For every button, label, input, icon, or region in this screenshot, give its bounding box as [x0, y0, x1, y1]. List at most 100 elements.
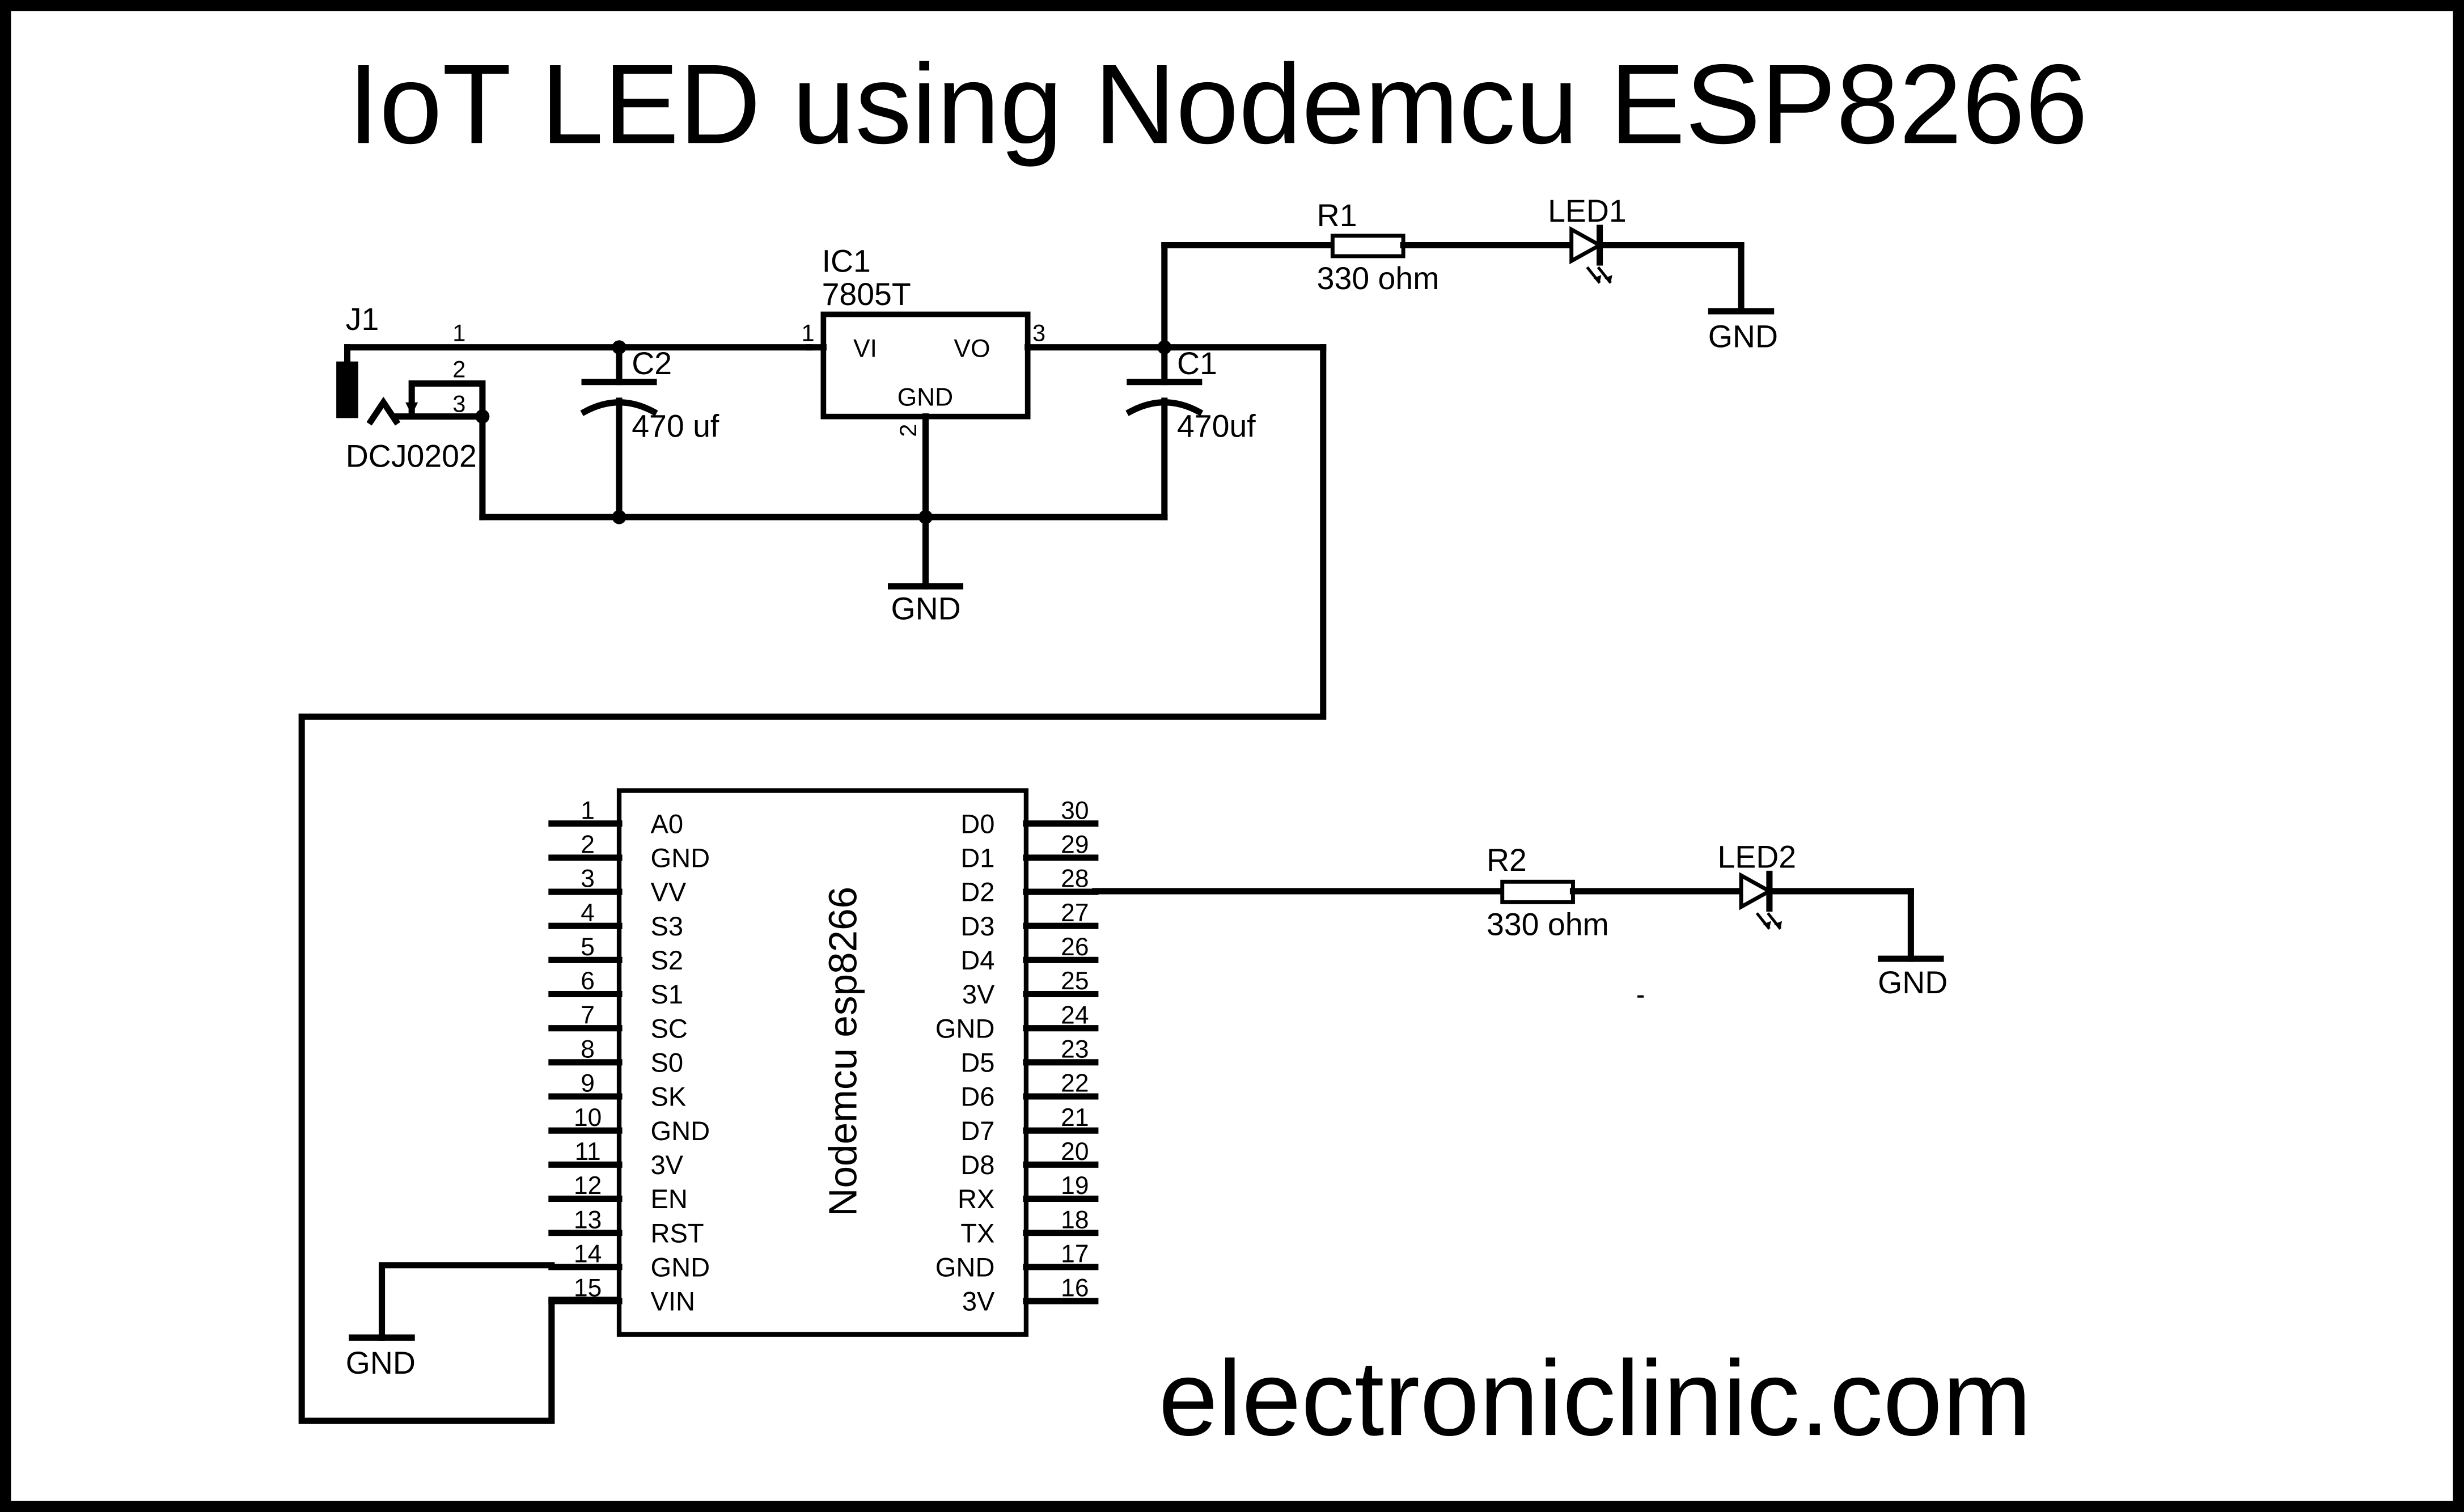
nodemcu-pin-number: 1 — [581, 797, 595, 824]
gnd-symbol-nodemcu: GND — [346, 1334, 416, 1380]
dc-jack-j1: J1 1 2 3 DCJ0202 — [336, 302, 812, 520]
j1-pin-3: 3 — [452, 390, 465, 417]
nodemcu-pin-label: D8 — [960, 1150, 994, 1180]
nodemcu-pin-number: 29 — [1061, 831, 1089, 859]
nodemcu-pin-label: D6 — [960, 1082, 994, 1112]
nodemcu-pin-label: GND — [650, 842, 710, 873]
nodemcu-pin-label: EN — [650, 1184, 687, 1214]
nodemcu-pin-number: 30 — [1061, 797, 1089, 824]
junction-dot — [918, 510, 933, 524]
r1-ref: R1 — [1317, 198, 1357, 233]
nodemcu-pin-number: 28 — [1061, 865, 1089, 893]
nodemcu-pin-label: D0 — [960, 808, 994, 838]
nodemcu-pin-label: VIN — [650, 1286, 695, 1316]
nodemcu-pin-number: 6 — [581, 967, 595, 995]
r1-value: 330 ohm — [1317, 261, 1440, 296]
led2-branch: R2 330 ohm LED2 GND — [1092, 839, 1948, 1000]
nodemcu-pin-label: TX — [960, 1218, 994, 1248]
nodemcu-pin-label: VV — [650, 877, 686, 907]
gnd-label: GND — [891, 591, 961, 626]
nodemcu-pin-label: S1 — [650, 979, 683, 1009]
nodemcu-pin-number: 26 — [1061, 933, 1089, 961]
gnd-symbol-regulator: GND — [888, 583, 964, 626]
nodemcu-pin-label: S0 — [650, 1047, 683, 1077]
nodemcu-pin-label: 3V — [962, 1286, 995, 1316]
c2-value: 470 uf — [632, 409, 719, 444]
led1-branch: R1 330 ohm LED1 GND — [1161, 193, 1778, 354]
regulator-ic1: IC1 7805T VI VO GND 1 3 2 — [802, 244, 1327, 590]
resistor-r2-icon — [1500, 879, 1575, 904]
nodemcu-pin-number: 25 — [1061, 967, 1089, 995]
diagram-title: IoT LED using Nodemcu ESP8266 — [348, 41, 2088, 167]
nodemcu-pin-label: GND — [650, 1116, 710, 1146]
nodemcu-pin-label: D1 — [960, 842, 994, 873]
junction-dot — [612, 510, 626, 524]
ic1-vi-label: VI — [853, 334, 877, 362]
nodemcu-pin-number: 23 — [1061, 1036, 1089, 1064]
ic1-gnd-label: GND — [897, 383, 954, 411]
nodemcu-pin-number: 12 — [574, 1172, 602, 1200]
nodemcu-pin-label: S2 — [650, 945, 683, 975]
capacitor-c1: C1 470uf — [1125, 340, 1256, 520]
nodemcu-pin-label: RST — [650, 1218, 704, 1248]
nodemcu-pin-number: 24 — [1061, 1001, 1089, 1029]
capacitor-c2: C2 470 uf — [580, 344, 719, 520]
junction-dot — [475, 409, 490, 424]
ic1-ref: IC1 — [822, 244, 871, 279]
led2-diode-icon — [1739, 872, 1774, 910]
nodemcu-pin-label: D4 — [960, 945, 994, 975]
nodemcu-pin-label: D7 — [960, 1116, 994, 1146]
nodemcu-pin-label: D2 — [960, 877, 994, 907]
led1-ref: LED1 — [1548, 193, 1627, 228]
led1-diode-icon — [1569, 226, 1604, 265]
nodemcu-pin-number: 4 — [581, 899, 595, 927]
gnd-label: GND — [346, 1345, 416, 1380]
r2-ref: R2 — [1487, 842, 1527, 878]
j1-pin-2: 2 — [452, 355, 465, 382]
nodemcu-pin-number: 19 — [1061, 1172, 1089, 1200]
nodemcu-pin-number: 11 — [575, 1138, 601, 1166]
nodemcu-pin-number: 27 — [1061, 899, 1089, 927]
gnd-symbol-led1: GND — [1708, 308, 1778, 354]
nodemcu-pin-number: 10 — [574, 1104, 602, 1132]
junction-dot — [612, 340, 626, 355]
j1-part-name: DCJ0202 — [346, 438, 477, 473]
gnd-symbol-led2: GND — [1878, 955, 1948, 1000]
nodemcu-pin-label: RX — [958, 1184, 994, 1214]
nodemcu-pin-number: 9 — [581, 1070, 595, 1098]
nodemcu-pin-label: S3 — [650, 911, 683, 941]
power-supply-section: J1 1 2 3 DCJ0202 C2 470 uf IC1 7805T — [298, 193, 1778, 1424]
led2-ref: LED2 — [1717, 839, 1796, 874]
nodemcu-pin-label: GND — [935, 1013, 995, 1043]
ic1-vo-label: VO — [954, 334, 990, 362]
nodemcu-pin-number: 18 — [1061, 1206, 1089, 1234]
nodemcu-pin-number: 17 — [1061, 1240, 1089, 1268]
ic1-pin-vi: 1 — [802, 320, 815, 346]
nodemcu-pin-number: 21 — [1061, 1104, 1089, 1132]
nodemcu-pin-number: 15 — [574, 1274, 602, 1302]
website-label: electroniclinic.com — [1158, 1338, 2031, 1458]
nodemcu-pin-label: A0 — [650, 808, 683, 838]
nodemcu-pin-number: 16 — [1061, 1274, 1089, 1302]
nodemcu-pin-number: 8 — [581, 1036, 595, 1064]
nodemcu-pin-label: 3V — [650, 1150, 683, 1180]
ic1-pin-gnd: 2 — [895, 424, 921, 437]
r2-value: 330 ohm — [1487, 907, 1609, 942]
resistor-r1-icon — [1330, 234, 1405, 259]
c2-ref: C2 — [632, 346, 672, 381]
jack-arrow-icon — [405, 402, 418, 415]
nodemcu-pin-number: 22 — [1061, 1070, 1089, 1098]
nodemcu-pin-number: 5 — [581, 933, 595, 961]
nodemcu-pin-number: 2 — [581, 831, 595, 859]
nodemcu-pin-number: 14 — [574, 1240, 602, 1268]
nodemcu-pin-label: GND — [935, 1252, 995, 1282]
nodemcu-pin-number: 7 — [581, 1001, 595, 1029]
j1-ref: J1 — [346, 302, 379, 337]
nodemcu-pin-number: 20 — [1061, 1138, 1089, 1166]
c1-ref: C1 — [1177, 346, 1217, 381]
nodemcu-pin-label: SC — [650, 1013, 687, 1043]
